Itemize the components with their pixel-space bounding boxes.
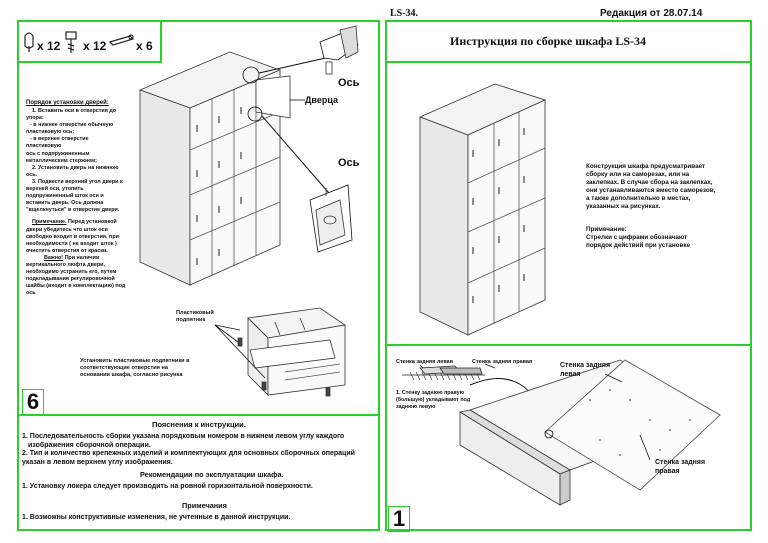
back-right-big-label: Стенка задняя правая [655,459,706,475]
plastic-feet-label: Пластиковый подпятник [176,310,214,323]
door-important-line: подкладывания регулировочной [26,276,115,283]
door-step-line: - в нижнее отверстие обычную [30,122,114,129]
note-line: Примечание: [586,226,627,233]
notes-title: Примечания [182,501,227,510]
back-left-big-label: Стенка задняя левая [560,362,611,378]
door-step-line: - в верхнее отверстие [30,136,89,143]
door-step-line: 2. Установить дверь на нижнюю [32,164,119,171]
explanations-title: Пояснения к инструкции. [152,420,246,429]
recommendation-line: 1. Установку локера следует производить … [22,483,313,490]
door-label: Дверца [305,95,338,105]
door-step-line: "вщелкнуться" в отверстие двери. [26,207,120,214]
door-important-line: ось [26,290,36,297]
panel-step-note: 1. Стенку заднюю правую (большую) уклады… [396,390,471,410]
axle-icon [24,32,34,52]
explanation-line: 1. Последовательность сборки указана пор… [22,433,345,440]
description-line: Конструкция шкафа предусматривает [586,163,706,170]
door-step-line: 3. Подвести верхний угол двери к [32,178,123,185]
feet-instruction: Установить пластиковые подпятники в соот… [80,358,240,380]
explanations-body: 1. Последовательность сборки указана пор… [22,433,377,467]
hardware-qty-1: x 12 [37,39,61,53]
door-step-line: вставить дверь. Ось должна [26,200,104,207]
door-instructions-body: 1. Вставить оси в отверстия до упора: - … [26,108,141,297]
feet-instruction-line: основании шкафа, согласно рисунка [80,372,183,379]
door-important-line: шайбы (входит в комплектацию) под [26,283,126,290]
door-step-line: подпружиненный шток оси и [26,193,104,200]
step-number-left: 6 [22,389,44,415]
feet-instruction-line: Установить пластиковые подпятники в [80,358,190,364]
notes-line: 1. Возможны конструктивные изменения, не… [22,514,291,521]
back-left-small-label: Стенка задняя левая [396,359,453,365]
edition-date: Редакция от 28.07.14 [600,8,703,19]
door-important-line: необходимо устранить его, путем [26,269,117,276]
door-note-line: необходимости ( не входит шток ) [26,240,117,247]
arrow-note: Примечание: Стрелки с цифрами обозначают… [586,226,746,250]
recommendations-title: Рекомендации по эксплуатации шкафа. [140,470,284,479]
door-step-line: 1. Вставить оси в отверстия до [32,108,117,114]
description-line: указанных на рисунках. [586,203,661,210]
explanation-line: 2. Тип и количество крепежных изделий и … [22,450,355,458]
door-step-line: металлическим стержнем; [26,157,97,164]
feet-instruction-line: соответствующие отверстия на [80,365,168,372]
construction-description: Конструкция шкафа предусматривает сборку… [586,163,746,211]
axis-label-top: Ось [338,77,360,89]
pin-icon [108,34,135,46]
door-step-line: верхней оси, утопить [26,186,84,193]
description-line: заклепках. В случае сбора на заклепках, [586,179,713,186]
door-step-line: ось с подпружиненным [26,150,90,157]
back-right-small-label: Стенка задняя правая [472,359,533,365]
door-note-line: очистить отверстия от краски. [26,247,108,254]
door-note: Примечание. Перед установкой [26,219,141,226]
document-code: LS-34. [390,8,419,19]
door-important-line: вертикального люфта двери, [26,261,105,268]
door-important-line: При наличии [64,254,100,261]
door-step-line: ось. [26,171,38,178]
note-line: Стрелки с цифрами обозначают [586,234,688,241]
door-step-line: пластиковую [26,143,62,150]
hardware-box [17,20,162,63]
description-line: сборку или на саморезах, или на [586,171,690,178]
screw-icon [65,31,77,53]
door-note-line: Перед установкой [68,219,117,226]
door-note-title: Примечание. [32,219,67,226]
description-line: они устанавливаются вместо саморезов, [586,187,716,194]
note-line: порядок действий при установке [586,242,691,249]
door-step-line: упора: [26,115,44,122]
explanation-line: изображения сборочной операции. [28,441,151,449]
left-illustration-frame [17,20,380,416]
right-middle-frame [385,61,752,346]
door-step-line: пластиковую ось; [26,129,75,136]
step-number-right: 1 [388,506,410,532]
hardware-qty-3: x 6 [136,39,153,53]
axis-label-bottom: Ось [338,157,360,169]
door-note-line: свободно входит в отверстия, при [26,233,119,240]
door-important: Важно! При наличии [26,255,141,262]
page-title: Инструкция по сборке шкафа LS-34 [450,34,647,48]
door-important-title: Важно! [44,254,64,261]
door-note-line: двери убедитесь что шток оси [26,226,108,233]
description-line: а также дополнительно в местах, [586,195,691,202]
explanation-line: указан в левом верхнем углу изображения. [22,458,173,466]
hardware-qty-2: x 12 [83,39,107,53]
door-instructions-title: Порядок установки дверей: [26,100,109,106]
